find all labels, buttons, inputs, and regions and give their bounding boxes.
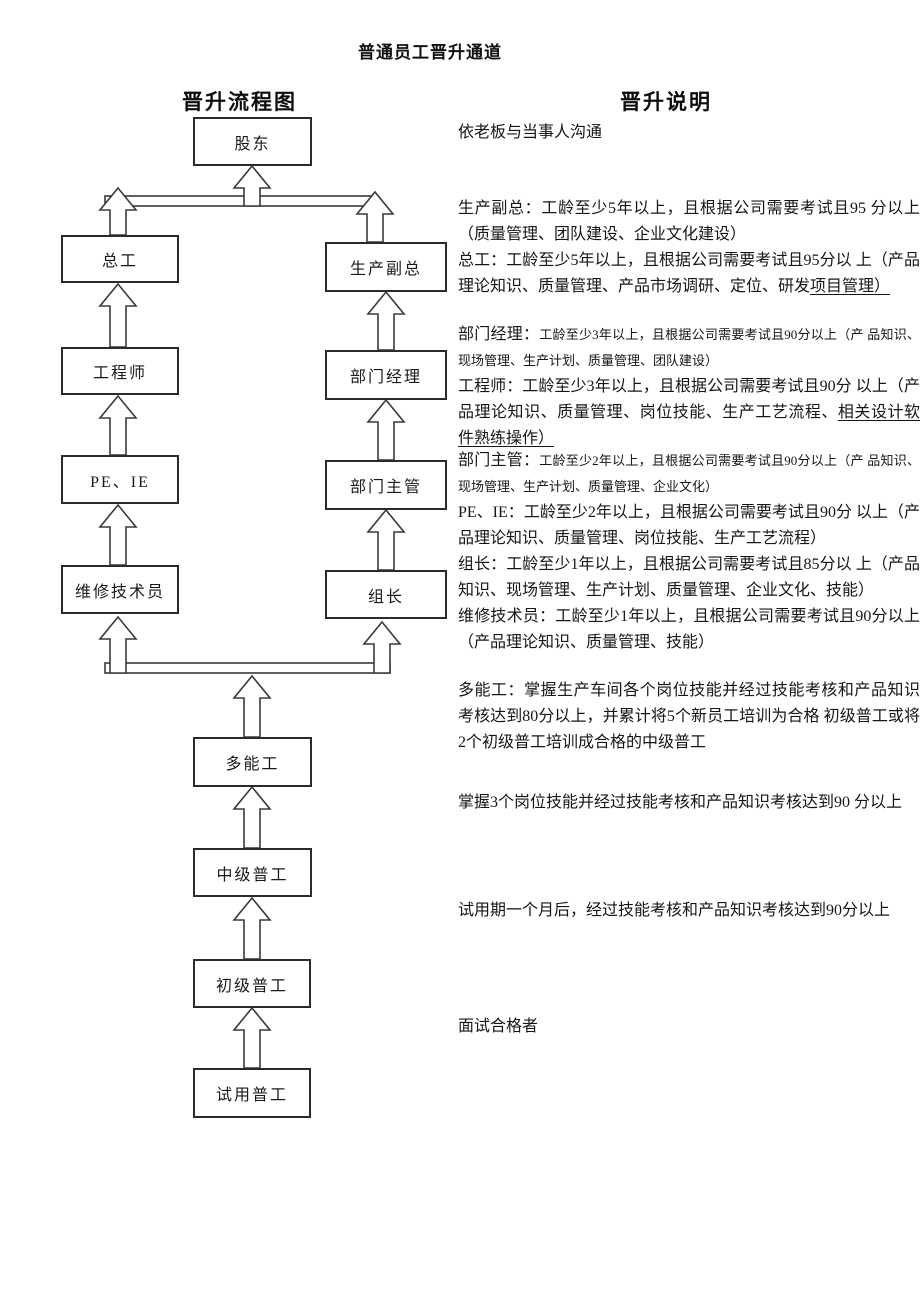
note-text: 试用期一个月后，经过技能考核和产品知识考核达到90分以上 bbox=[458, 902, 891, 919]
node-pe-ie: PE、IE bbox=[61, 455, 179, 504]
note-label: 总工： bbox=[458, 252, 507, 269]
node-production-vp: 生产副总 bbox=[325, 242, 447, 292]
up-arrow bbox=[98, 615, 138, 674]
note-group-vp-chief: 生产副总：工龄至少5年以上，且根据公司需要考试且95 分以上（质量管理、团队建设… bbox=[458, 196, 920, 300]
note-group-manager-engineer: 部门经理：工龄至少3年以上，且根据公司需要考试且90分以上（产 品知识、现场管理… bbox=[458, 322, 920, 452]
note-underlined-text: 相关设计软件熟练操作） bbox=[458, 404, 920, 447]
up-arrow bbox=[98, 394, 138, 456]
note-chief-engineer: 总工：工龄至少5年以上，且根据公司需要考试且95分以 上（产品理论知识、质量管理… bbox=[458, 248, 920, 300]
note-text: 工龄至少1年以上，且根据公司需要考试且85分以 上（产品知识、现场管理、生产计划… bbox=[458, 556, 920, 599]
up-arrow bbox=[232, 164, 272, 207]
page-title: 普通员工晋升通道 bbox=[358, 43, 502, 62]
note-label: PE、IE： bbox=[458, 504, 524, 521]
note-maintenance-tech: 维修技术员：工龄至少1年以上，且根据公司需要考试且90分以上（产品理论知识、质量… bbox=[458, 604, 920, 656]
node-mid-level-worker: 中级普工 bbox=[193, 848, 312, 897]
notes-heading: 晋升说明 bbox=[620, 90, 712, 114]
note-dept-manager: 部门经理：工龄至少3年以上，且根据公司需要考试且90分以上（产 品知识、现场管理… bbox=[458, 322, 920, 374]
note-underlined-text: 项目管理） bbox=[810, 278, 891, 295]
note-text: 依老板与当事人沟通 bbox=[458, 124, 603, 141]
note-junior-worker: 试用期一个月后，经过技能考核和产品知识考核达到90分以上 bbox=[458, 898, 920, 924]
up-arrow bbox=[362, 620, 402, 674]
note-label: 工程师： bbox=[458, 378, 523, 395]
up-arrow bbox=[98, 186, 138, 236]
up-arrow bbox=[98, 503, 138, 566]
note-probation-worker: 面试合格者 bbox=[458, 1014, 920, 1040]
up-arrow bbox=[232, 896, 272, 960]
note-text: 工龄至少5年以上，且根据公司需要考试且95 分以上（质量管理、团队建设、企业文化… bbox=[458, 200, 920, 243]
note-text: 掌握生产车间各个岗位技能并经过技能考核和产品知识考核达到80分以上，并累计将5个… bbox=[458, 682, 920, 751]
up-arrow bbox=[232, 674, 272, 738]
node-multi-skill-worker: 多能工 bbox=[193, 737, 312, 787]
node-team-leader: 组长 bbox=[325, 570, 447, 619]
node-dept-manager: 部门经理 bbox=[325, 350, 447, 400]
node-dept-supervisor: 部门主管 bbox=[325, 460, 447, 510]
note-label: 部门主管： bbox=[458, 452, 540, 469]
node-maintenance-tech: 维修技术员 bbox=[61, 565, 179, 614]
up-arrow bbox=[366, 398, 406, 461]
note-text: 工龄至少2年以上，且根据公司需要考试且90分以上（产 品知识、现场管理、生产计划… bbox=[458, 453, 920, 494]
up-arrow bbox=[366, 290, 406, 351]
up-arrow bbox=[232, 785, 272, 849]
node-junior-worker: 初级普工 bbox=[193, 959, 311, 1008]
note-text: 掌握3个岗位技能并经过技能考核和产品知识考核达到90 分以上 bbox=[458, 794, 903, 811]
note-text: 工龄至少1年以上，且根据公司需要考试且90分以上（产品理论知识、质量管理、技能） bbox=[458, 608, 920, 651]
note-label: 部门经理： bbox=[458, 326, 540, 343]
note-label: 维修技术员： bbox=[458, 608, 556, 625]
note-group-supervisor-to-tech: 部门主管：工龄至少2年以上，且根据公司需要考试且90分以上（产 品知识、现场管理… bbox=[458, 448, 920, 656]
note-production-vp: 生产副总：工龄至少5年以上，且根据公司需要考试且95 分以上（质量管理、团队建设… bbox=[458, 196, 920, 248]
node-engineer: 工程师 bbox=[61, 347, 179, 395]
note-mid-level-worker: 掌握3个岗位技能并经过技能考核和产品知识考核达到90 分以上 bbox=[458, 790, 920, 816]
flowchart-heading: 晋升流程图 bbox=[182, 90, 297, 114]
up-arrow bbox=[232, 1006, 272, 1069]
note-dept-supervisor: 部门主管：工龄至少2年以上，且根据公司需要考试且90分以上（产 品知识、现场管理… bbox=[458, 448, 920, 500]
junction-rail-top bbox=[104, 195, 379, 207]
node-chief-engineer: 总工 bbox=[61, 235, 179, 283]
note-engineer: 工程师：工龄至少3年以上，且根据公司需要考试且90分 以上（产品理论知识、质量管… bbox=[458, 374, 920, 452]
note-multi-skill-worker: 多能工：掌握生产车间各个岗位技能并经过技能考核和产品知识考核达到80分以上，并累… bbox=[458, 678, 920, 756]
note-text: 面试合格者 bbox=[458, 1018, 539, 1035]
node-probation-worker: 试用普工 bbox=[193, 1068, 311, 1118]
note-text: 工龄至少3年以上，且根据公司需要考试且90分 以上（产品理论知识、质量管理、岗位… bbox=[458, 378, 920, 421]
note-text: 工龄至少3年以上，且根据公司需要考试且90分以上（产 品知识、现场管理、生产计划… bbox=[458, 327, 920, 368]
note-pe-ie: PE、IE：工龄至少2年以上，且根据公司需要考试且90分 以上（产品理论知识、质… bbox=[458, 500, 920, 552]
node-shareholder: 股东 bbox=[193, 117, 312, 166]
note-shareholder: 依老板与当事人沟通 bbox=[458, 120, 920, 146]
up-arrow bbox=[98, 282, 138, 348]
note-team-leader: 组长：工龄至少1年以上，且根据公司需要考试且85分以 上（产品知识、现场管理、生… bbox=[458, 552, 920, 604]
note-label: 生产副总： bbox=[458, 200, 542, 217]
note-text: 工龄至少2年以上，且根据公司需要考试且90分 以上（产品理论知识、质量管理、岗位… bbox=[458, 504, 920, 547]
up-arrow bbox=[366, 508, 406, 571]
note-label: 多能工： bbox=[458, 682, 525, 699]
note-text: 工龄至少5年以上，且根据公司需要考试且95分以 上（产品理论知识、质量管理、产品… bbox=[458, 252, 920, 295]
note-label: 组长： bbox=[458, 556, 507, 573]
junction-rail-bottom bbox=[104, 662, 391, 674]
